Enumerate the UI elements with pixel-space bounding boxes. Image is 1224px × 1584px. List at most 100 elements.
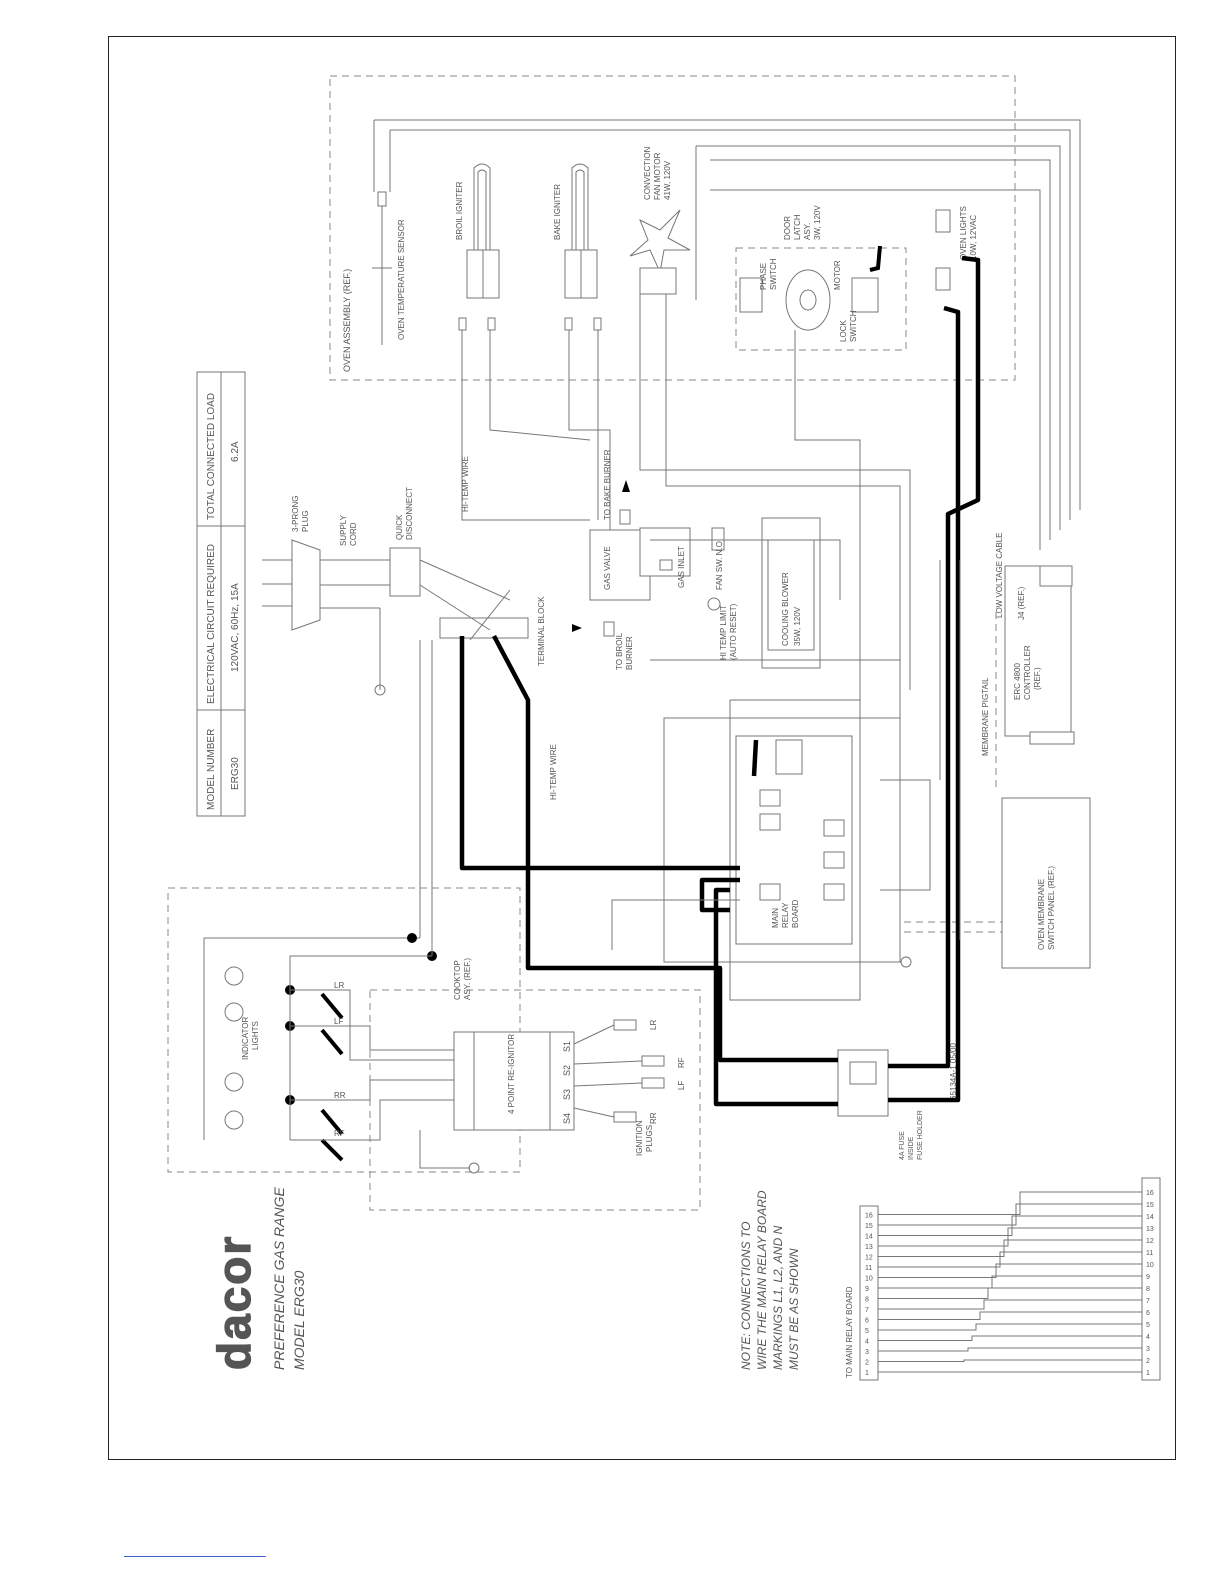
ribbon-pin-label: 12: [1146, 1238, 1154, 1245]
oven-temp-sensor: OVEN TEMPERATURE SENSOR: [372, 120, 406, 345]
ribbon-pin-label: 16: [1146, 1190, 1154, 1197]
svg-text:TERMINAL BLOCK: TERMINAL BLOCK: [537, 596, 546, 666]
svg-text:CONVECTION: CONVECTION: [643, 146, 652, 200]
svg-text:DOOR: DOOR: [783, 216, 792, 240]
ribbon-pin-label: 10: [865, 1276, 873, 1283]
main-relay-board: MAIN RELAY BOARD HI-TEMP WIRE: [549, 699, 901, 1001]
svg-text:LF: LF: [677, 1081, 686, 1090]
svg-text:MAIN: MAIN: [771, 908, 780, 928]
spec-table: MODEL NUMBER ELECTRICAL CIRCUIT REQUIRED…: [196, 371, 246, 817]
svg-text:GAS INLET: GAS INLET: [677, 546, 686, 588]
svg-text:ASY. (REF.): ASY. (REF.): [463, 958, 472, 1000]
terminal-block: TERMINAL BLOCK HI-TEMP WIRE: [419, 456, 546, 666]
ribbon-trace: [878, 1227, 1142, 1247]
ribbon-pin-label: 11: [1146, 1250, 1153, 1257]
spec-header-model: MODEL NUMBER: [206, 729, 217, 810]
svg-text:LOCK: LOCK: [839, 320, 848, 342]
svg-text:41W, 120V: 41W, 120V: [663, 160, 672, 200]
svg-text:OVEN TEMPERATURE SENSOR: OVEN TEMPERATURE SENSOR: [397, 219, 406, 340]
ribbon-pin-label: 13: [865, 1244, 873, 1251]
note-line-2: WIRE THE MAIN RELAY BOARD: [755, 1190, 769, 1370]
svg-text:OVEN MEMBRANE: OVEN MEMBRANE: [1037, 879, 1046, 950]
svg-text:LF: LF: [334, 1017, 343, 1026]
ribbon-trace: [878, 1191, 1142, 1215]
svg-text:10W, 12VAC: 10W, 12VAC: [969, 215, 978, 260]
svg-text:PLUGS: PLUGS: [645, 1125, 654, 1152]
connection-note: NOTE: CONNECTIONS TO WIRE THE MAIN RELAY…: [739, 1190, 801, 1370]
ribbon-trace: [878, 1215, 1142, 1236]
ribbon-pin-label: 1: [865, 1370, 869, 1377]
oven-membrane-switch-panel: OVEN MEMBRANE SWITCH PANEL (REF.): [880, 797, 1091, 969]
hi-temp-wiring: [459, 255, 981, 1107]
ribbon-pin-label: 11: [865, 1265, 872, 1272]
svg-text:HI TEMP LIMIT: HI TEMP LIMIT: [719, 605, 728, 660]
svg-text:BAKE IGNITER: BAKE IGNITER: [553, 184, 562, 240]
ribbon-trace: [878, 1263, 1142, 1278]
svg-text:4A FUSE: 4A FUSE: [899, 1131, 906, 1160]
ribbon-trace: [878, 1239, 1142, 1257]
dacor-logo: dacor: [208, 1235, 260, 1370]
ribbon-pin-label: 9: [865, 1286, 869, 1293]
gas-valve-assembly: GAS VALVE GAS INLET TO BAKE BURNER TO BR…: [572, 449, 901, 690]
svg-text:3-PRONG: 3-PRONG: [291, 496, 300, 532]
cooktop-wiring: [289, 560, 961, 1140]
ribbon-pin-label: 6: [1146, 1310, 1150, 1317]
erc-controller: ERC 4800 CONTROLLER (REF.) J4 (REF.) LOW…: [981, 532, 1075, 788]
drawing-number: 65134A-1 05/00: [949, 1043, 958, 1100]
ribbon-pin-label: 14: [865, 1234, 873, 1241]
title-line-2: MODEL ERG30: [291, 1270, 307, 1370]
ribbon-pin-label: 4: [1146, 1334, 1150, 1341]
svg-text:LOW VOLTAGE CABLE: LOW VOLTAGE CABLE: [995, 532, 1004, 618]
broil-igniter: BROIL IGNITER: [455, 163, 500, 331]
svg-text:MOTOR: MOTOR: [833, 260, 842, 290]
oven-assembly-outline: [329, 75, 1016, 381]
svg-text:HI-TEMP WIRE: HI-TEMP WIRE: [461, 456, 470, 512]
ribbon-pin-label: 12: [865, 1255, 873, 1262]
svg-text:IGNITION: IGNITION: [635, 1120, 644, 1156]
ribbon-trace: [878, 1347, 1142, 1352]
bake-igniter: BAKE IGNITER: [553, 163, 602, 331]
svg-text:J4 (REF.): J4 (REF.): [1017, 586, 1026, 620]
svg-text:SWITCH: SWITCH: [769, 258, 778, 290]
svg-text:S1: S1: [562, 1041, 572, 1052]
ribbon-trace: [878, 1275, 1142, 1289]
cooktop-outline: [167, 887, 521, 1173]
ribbon-pin-label: 3: [1146, 1346, 1150, 1353]
svg-text:DISCONNECT: DISCONNECT: [405, 487, 414, 540]
oven-assembly-label: OVEN ASSEMBLY (REF.): [342, 269, 352, 372]
ribbon-pin-label: 3: [865, 1349, 869, 1356]
ribbon-pin-label: 6: [865, 1318, 869, 1325]
ribbon-pin-label: 9: [1146, 1274, 1150, 1281]
svg-text:GAS VALVE: GAS VALVE: [603, 546, 612, 590]
svg-text:RR: RR: [334, 1091, 346, 1100]
svg-text:LR: LR: [334, 981, 344, 990]
svg-text:RF: RF: [334, 1129, 345, 1138]
ribbon-pin-label: 4: [865, 1339, 869, 1346]
svg-text:LR: LR: [649, 1020, 658, 1030]
ribbon-trace: [878, 1311, 1142, 1320]
ribbon-pin-label: 14: [1146, 1214, 1154, 1221]
svg-text:RR: RR: [649, 1112, 658, 1124]
svg-text:TO BROIL: TO BROIL: [615, 632, 624, 670]
footer-link-rule: [124, 1556, 266, 1557]
ribbon-pin-label: 2: [865, 1360, 869, 1367]
svg-text:35W, 120V: 35W, 120V: [793, 606, 802, 646]
ribbon-trace: [878, 1287, 1142, 1299]
svg-text:QUICK: QUICK: [395, 514, 404, 540]
ribbon-pin-label: 1: [1146, 1370, 1150, 1377]
svg-text:3W, 120V: 3W, 120V: [813, 205, 822, 240]
svg-text:SWITCH: SWITCH: [849, 310, 858, 342]
spec-header-circuit: ELECTRICAL CIRCUIT REQUIRED: [206, 544, 217, 704]
svg-text:INSIDE: INSIDE: [908, 1136, 915, 1160]
note-line-1: NOTE: CONNECTIONS TO: [739, 1222, 753, 1370]
ribbon-pin-label: 10: [1146, 1262, 1154, 1269]
ignition-plugs: LR RF LF RR IGNITION PLUGS: [419, 1019, 686, 1174]
svg-text:TO BAKE BURNER: TO BAKE BURNER: [603, 449, 612, 520]
ribbon-trace: [878, 1299, 1142, 1310]
svg-text:BROIL IGNITER: BROIL IGNITER: [455, 181, 464, 240]
svg-text:RELAY: RELAY: [781, 902, 790, 928]
spec-circuit-value: 120VAC, 60Hz, 15A: [230, 583, 241, 672]
ribbon-pin-label: 15: [865, 1223, 873, 1230]
title-line-1: PREFERENCE GAS RANGE: [271, 1187, 287, 1370]
